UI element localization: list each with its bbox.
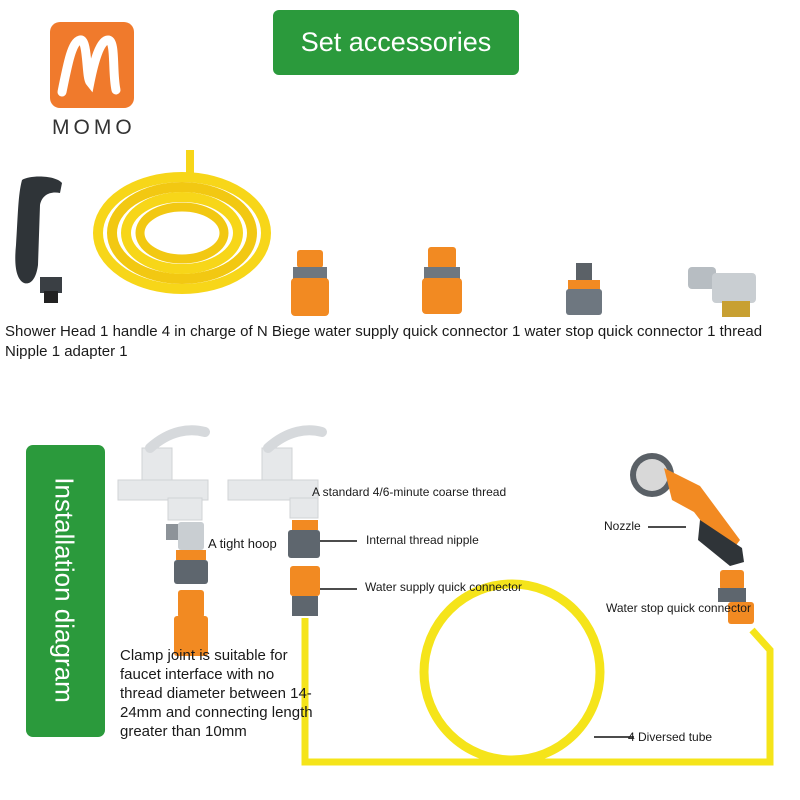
label-thread: A standard 4/6-minute coarse thread (312, 485, 507, 499)
label-nozzle: Nozzle (604, 519, 641, 533)
hose-coil-icon (93, 150, 271, 294)
faucet-right-icon (227, 425, 327, 519)
brand-name: MOMO (52, 116, 136, 139)
brand-logo (50, 22, 134, 108)
clamp-note: Clamp joint is suitable for faucet inter… (120, 647, 313, 740)
left-connector-stack (166, 522, 208, 656)
diversed-tube (301, 579, 774, 766)
logo-mark-icon (57, 35, 121, 97)
label-internal-nipple: Internal thread nipple (366, 533, 479, 547)
label-leaders (320, 526, 686, 738)
page-title: Set accessories (273, 10, 519, 75)
right-connector-stack (288, 520, 320, 616)
accessory-description: Shower Head 1 handle 4 in charge of N Bi… (5, 323, 763, 360)
accessory-products (15, 150, 756, 317)
label-tight-hoop: A tight hoop (208, 536, 277, 551)
nozzle-icon (630, 453, 754, 624)
installation-banner (26, 445, 105, 737)
label-supply-connector: Water supply quick connector (365, 580, 522, 594)
thread-nipple-icon (566, 263, 602, 315)
label-stop-connector: Water stop quick connector (606, 601, 751, 615)
faucet-left-icon (117, 425, 210, 521)
label-diversed-tube: 4 Diversed tube (628, 730, 713, 744)
supply-connector-icon (291, 250, 329, 316)
shower-gun-icon (15, 176, 62, 303)
stop-connector-icon (422, 247, 462, 314)
adapter-icon (688, 267, 756, 317)
